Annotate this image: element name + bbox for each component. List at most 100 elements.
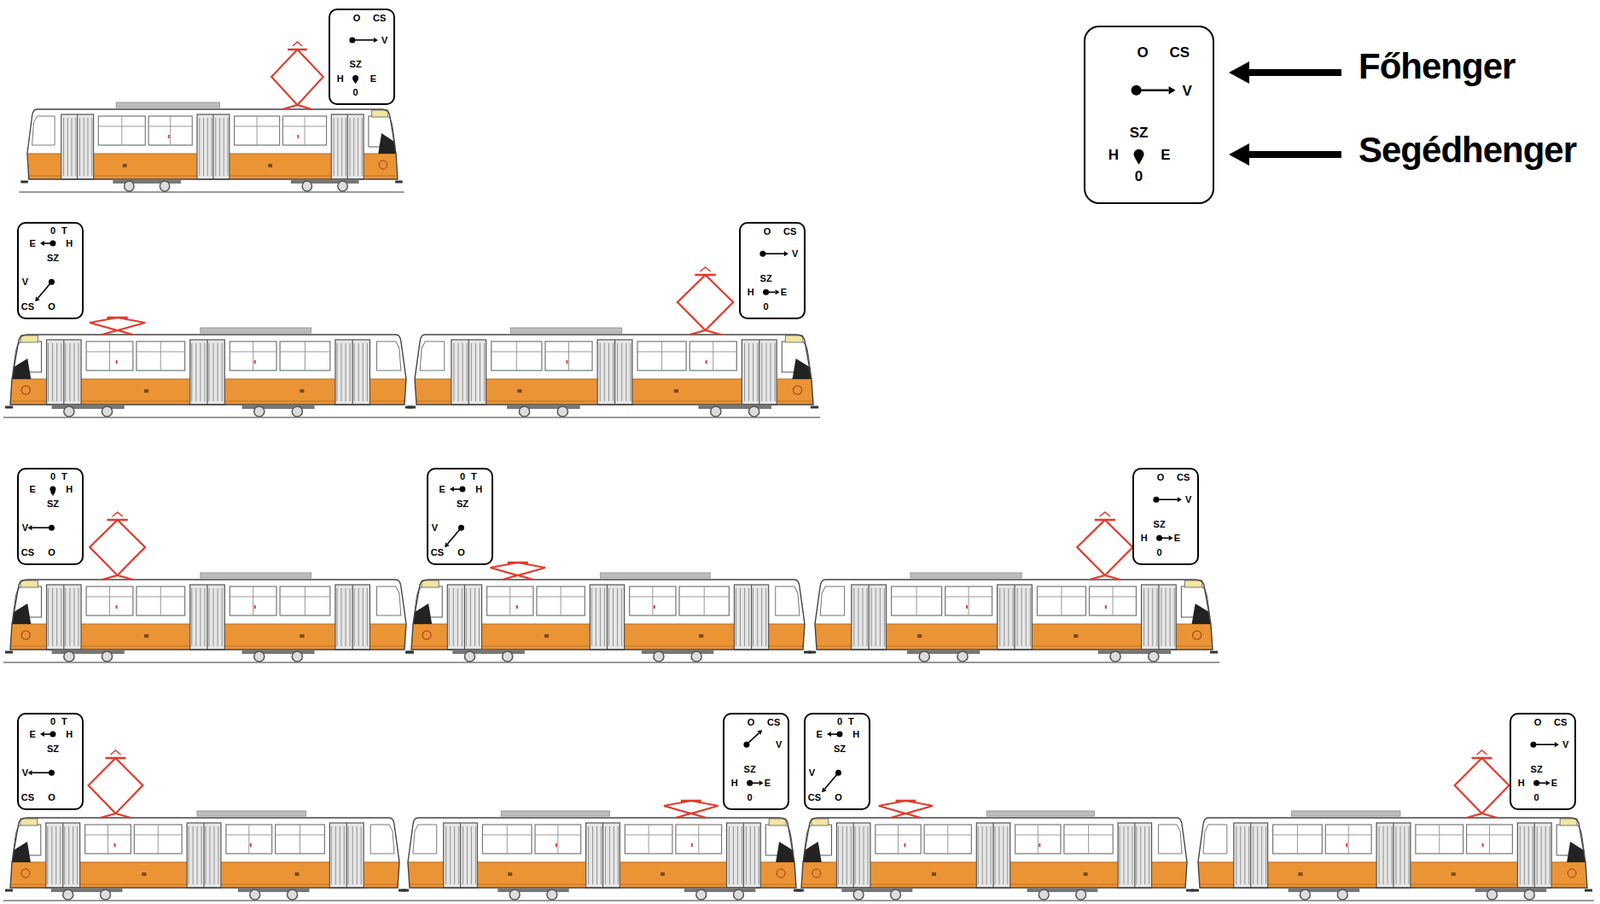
position-letter: H	[852, 729, 860, 739]
position-letter: 0	[459, 471, 466, 481]
position-letter: E	[1551, 778, 1558, 788]
rail	[794, 899, 1196, 902]
position-letter: O	[1157, 471, 1165, 482]
rear-window	[419, 341, 445, 371]
car-body	[414, 334, 814, 405]
coupler	[796, 889, 804, 892]
position-letter: V	[1185, 494, 1192, 505]
window	[98, 116, 146, 146]
roof-equipment	[986, 810, 1094, 816]
position-letter: E	[816, 729, 823, 739]
dial-pointers	[330, 10, 394, 104]
rear-window	[775, 586, 800, 616]
aux-cylinder-pointer	[762, 289, 780, 296]
destination-sign	[811, 818, 829, 826]
window	[487, 586, 534, 616]
position-letter: O	[1534, 716, 1542, 727]
window	[1415, 824, 1464, 854]
door	[997, 584, 1033, 650]
window	[282, 116, 326, 146]
dial-pointers	[18, 469, 82, 564]
position-letter: T	[61, 715, 68, 726]
position-letter: O	[47, 791, 56, 802]
main-cylinder-pointer	[349, 36, 379, 43]
position-letter: CS	[21, 301, 35, 311]
position-letter: SZ	[760, 273, 773, 283]
pantograph	[271, 41, 324, 110]
switch-panel: 0TEHSZVCSO	[17, 467, 84, 565]
main-cylinder-pointer	[1152, 496, 1182, 503]
position-letter: H	[65, 729, 73, 739]
destination-sign	[421, 580, 439, 588]
aux-cylinder-pointer	[40, 731, 57, 738]
coupler	[808, 651, 816, 654]
bogie	[290, 179, 360, 192]
position-letter: CS	[1553, 716, 1567, 727]
coupler	[1210, 651, 1218, 654]
position-letter: 0	[837, 715, 843, 726]
door	[451, 339, 487, 405]
switch-panel: OCSVSZHE0	[1132, 467, 1199, 565]
pantograph	[677, 267, 734, 335]
bogie	[641, 649, 715, 662]
door	[1233, 822, 1269, 888]
window	[85, 824, 132, 854]
position-letter: H	[731, 778, 739, 788]
window	[279, 341, 331, 371]
coupler	[395, 180, 403, 184]
aux-cylinder-pointer	[49, 486, 56, 497]
rear-window	[377, 341, 402, 371]
pantograph	[663, 800, 719, 818]
position-letter: T	[848, 715, 855, 726]
dial-pointers	[18, 223, 82, 318]
position-letter: H	[1518, 778, 1525, 788]
car-outline	[411, 579, 805, 650]
bogie	[1475, 887, 1548, 900]
rear-window	[413, 824, 437, 854]
coupler	[401, 889, 409, 892]
position-letter: V	[1562, 739, 1569, 750]
position-letter: V	[22, 277, 29, 287]
window	[945, 586, 993, 616]
car-outline	[407, 817, 797, 888]
dial-pointers	[1511, 714, 1575, 809]
position-letter: E	[370, 73, 377, 83]
main-cylinder-pointer	[444, 524, 465, 547]
door	[443, 822, 478, 888]
destination-sign	[785, 335, 803, 343]
coupler	[407, 406, 416, 409]
switch-panel: 0TEHSZVCSO	[803, 712, 871, 810]
switch-panel: 0TEHSZVCSO	[17, 221, 84, 320]
dial-pointers	[1085, 27, 1213, 203]
aux-cylinder-pointer	[1134, 149, 1145, 165]
position-letter: 0	[50, 715, 56, 726]
roof-equipment	[200, 572, 312, 578]
aux-cylinder-pointer	[1533, 779, 1551, 786]
switch-panel: OCSVSZHE0	[722, 712, 790, 810]
door	[727, 822, 762, 888]
position-letter: V	[808, 768, 815, 778]
city-emblem	[21, 868, 30, 878]
door	[46, 584, 82, 650]
city-emblem	[1192, 630, 1202, 640]
main-cylinder-pointer	[743, 729, 763, 748]
position-letter: SZ	[744, 763, 757, 774]
roof-equipment	[200, 327, 312, 333]
position-letter: CS	[21, 791, 35, 802]
position-letter: SZ	[1530, 763, 1543, 774]
position-letter: H	[475, 484, 483, 495]
window	[86, 586, 134, 616]
position-letter: CS	[1169, 44, 1190, 59]
car-body	[407, 817, 797, 888]
car-outline	[801, 817, 1187, 888]
cylinder-label: Főhenger	[1358, 45, 1515, 88]
door	[1517, 822, 1552, 888]
position-letter: H	[1108, 146, 1119, 162]
position-letter: SZ	[1153, 518, 1166, 529]
rail	[399, 899, 803, 902]
pantograph	[1454, 750, 1510, 818]
destination-sign	[20, 818, 38, 826]
door	[1376, 822, 1411, 888]
car-outline	[1198, 817, 1588, 888]
aux-cylinder-pointer	[352, 75, 359, 85]
